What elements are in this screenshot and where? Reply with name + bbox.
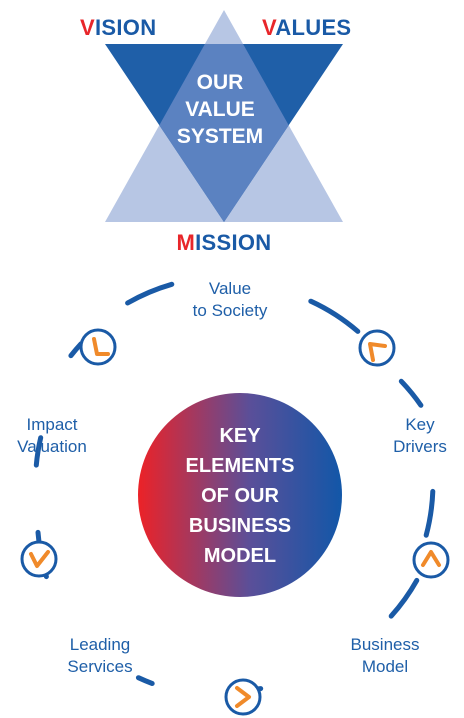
stage-line: Key (405, 415, 435, 434)
center-line: MODEL (203, 545, 277, 567)
stage-line: to Society (192, 301, 268, 320)
arrow-badge-bottom (224, 678, 262, 716)
mission-label: MISSION (154, 232, 294, 254)
ring-segment-6 (135, 675, 155, 686)
business-model-center-circle (138, 393, 342, 597)
chevron-up-icon (421, 550, 441, 567)
values-initial: V (262, 15, 276, 40)
arrow-badge-right (412, 541, 450, 579)
vision-rest: ISION (94, 15, 157, 40)
center-line: VALUE (185, 98, 255, 121)
center-line: ELEMENTS (185, 455, 295, 477)
arrow-badge-top-right (358, 329, 396, 367)
center-line: OUR (196, 71, 244, 94)
stage-line: Business (350, 635, 420, 654)
values-label: VALUES (262, 17, 362, 39)
center-line: KEY (219, 425, 261, 447)
center-line: BUSINESS (188, 515, 292, 537)
stage-value-to-society: Value to Society (165, 278, 295, 322)
center-line: OF OUR (201, 485, 279, 507)
chevron-right-icon (235, 686, 251, 708)
stage-key-drivers: Key Drivers (380, 414, 460, 458)
values-rest: ALUES (275, 15, 352, 40)
value-system-center-title: OUR VALUE SYSTEM (150, 69, 290, 150)
stage-impact-valuation: Impact Valuation (0, 414, 104, 458)
arrow-badge-top-left (79, 328, 117, 366)
chevron-down-icon (29, 550, 50, 568)
stage-line: Valuation (17, 437, 87, 456)
ring-segment-8 (33, 435, 44, 468)
stage-line: Services (67, 657, 133, 676)
arrow-badge-left (20, 540, 58, 578)
chevron-left-icon (92, 337, 110, 356)
ring-segment-3 (423, 488, 436, 538)
cycle-ring (33, 281, 436, 693)
stage-line: Drivers (393, 437, 447, 456)
mission-rest: ISSION (195, 230, 272, 255)
ring-segment-10 (125, 281, 175, 306)
ring-segment-2 (398, 378, 424, 408)
stage-business-model: Business Model (330, 634, 440, 678)
ring-segment-1 (308, 298, 361, 334)
stage-line: Impact (26, 415, 78, 434)
stage-leading-services: Leading Services (45, 634, 155, 678)
chevron-up-left-icon (368, 342, 387, 362)
vision-label: VISION (80, 17, 180, 39)
ring-segment-4 (388, 577, 420, 619)
vision-initial: V (80, 15, 95, 40)
stage-line: Model (361, 657, 409, 676)
mission-initial: M (176, 230, 196, 255)
stage-line: Leading (69, 635, 131, 654)
business-model-center-title: KEY ELEMENTS OF OUR BUSINESS MODEL (160, 421, 320, 571)
stage-line: Value (208, 279, 252, 298)
center-line: SYSTEM (176, 125, 264, 148)
